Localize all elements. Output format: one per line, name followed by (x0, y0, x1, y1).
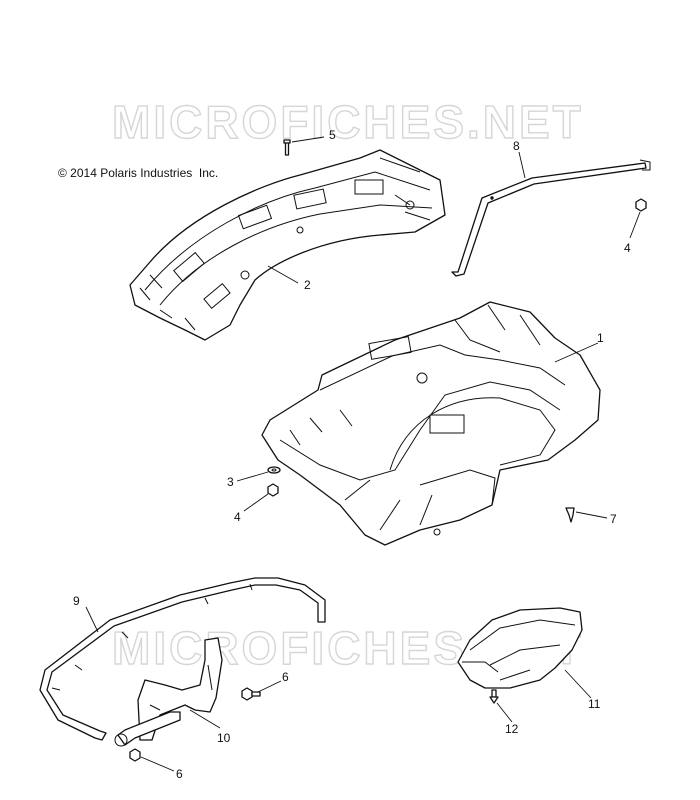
watermark-top: MICROFICHES.NET (112, 96, 584, 148)
pin-12 (489, 689, 499, 704)
rear-rack-part (129, 149, 446, 341)
callout-11: 11 (588, 697, 601, 711)
side-panel-part (457, 607, 583, 689)
callout-2: 2 (304, 278, 311, 292)
frame-loop-part (39, 577, 326, 741)
copyright-notice: © 2014 Polaris Industries Inc. (58, 166, 219, 180)
nut-4-left (267, 483, 279, 497)
rod-part (451, 159, 651, 277)
bolt-5 (283, 139, 291, 156)
clip-7 (565, 507, 575, 523)
callout-8: 8 (513, 139, 520, 153)
callout-10: 10 (217, 731, 231, 745)
callout-7: 7 (610, 512, 617, 526)
callout-4-left: 4 (234, 510, 241, 524)
washer-3 (267, 466, 281, 474)
callout-1: 1 (597, 331, 604, 345)
callout-3: 3 (227, 475, 234, 489)
bolt-6-bottom (129, 748, 141, 762)
callout-9: 9 (73, 594, 80, 608)
bolt-6-right (241, 687, 261, 701)
callout-6-right: 6 (282, 670, 289, 684)
leader-lines (85, 136, 641, 772)
callout-4-right: 4 (624, 241, 631, 255)
rear-fender-part (261, 301, 601, 546)
bracket-part (114, 637, 223, 747)
callout-5: 5 (329, 128, 336, 142)
callout-12: 12 (505, 722, 519, 736)
nut-4-right (635, 198, 647, 212)
callout-6-bottom: 6 (176, 767, 183, 781)
